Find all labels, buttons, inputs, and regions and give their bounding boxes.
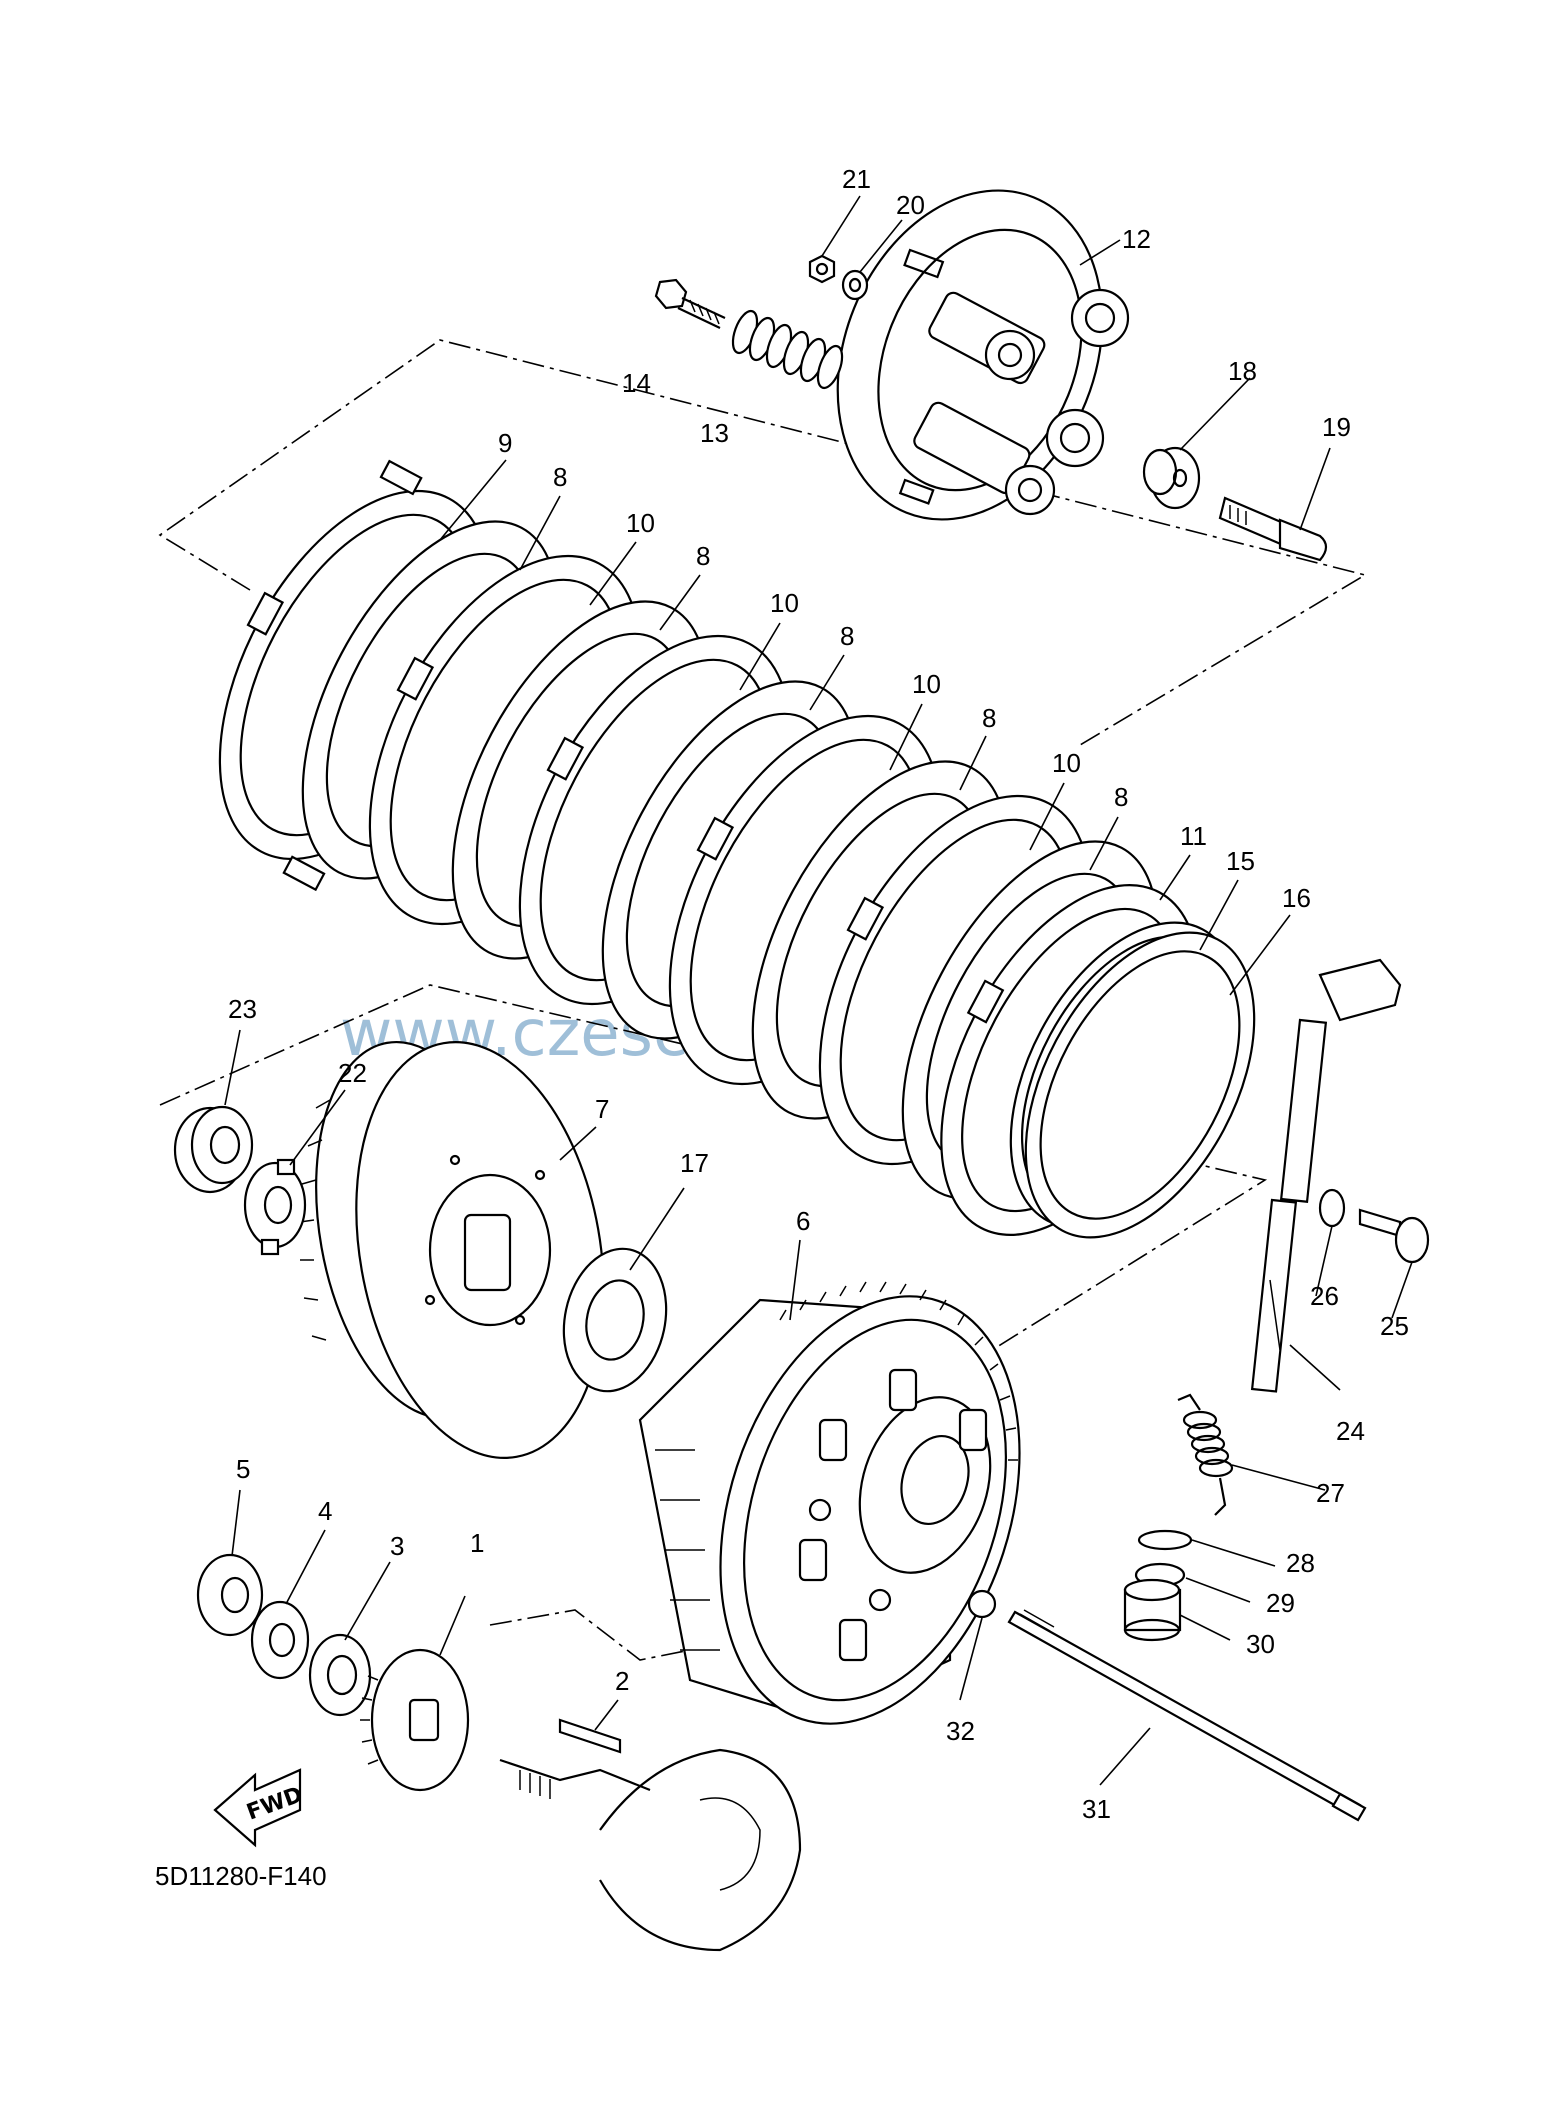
push-rod-31 <box>1007 1609 1367 1822</box>
label-25: 25 <box>1380 1311 1409 1341</box>
label-13: 13 <box>700 418 729 448</box>
label-8c: 8 <box>840 621 854 651</box>
label-28: 28 <box>1286 1548 1315 1578</box>
bolt-14 <box>654 278 726 329</box>
label-8e: 8 <box>1114 782 1128 812</box>
spring-13 <box>731 309 844 390</box>
primary-driven-gear <box>299 1040 605 1459</box>
nut-21 <box>808 254 836 284</box>
spring-27 <box>1177 1393 1234 1516</box>
nut-5 <box>196 1553 264 1637</box>
label-7: 7 <box>595 1094 609 1124</box>
label-11: 11 <box>1180 821 1207 851</box>
label-10d: 10 <box>1052 748 1081 778</box>
lock-washer-22 <box>243 1158 307 1256</box>
clutch-plate-stack <box>218 459 1256 1239</box>
ball-32 <box>967 1589 997 1619</box>
label-8d: 8 <box>982 703 996 733</box>
diagram-code: 5D11280-F140 <box>155 1861 327 1891</box>
nut-23 <box>173 1105 254 1194</box>
drive-gear-1 <box>360 1648 470 1792</box>
label-29: 29 <box>1266 1588 1295 1618</box>
label-2: 2 <box>615 1666 629 1696</box>
label-8b: 8 <box>696 541 710 571</box>
washer-3 <box>308 1633 372 1717</box>
bearing-18 <box>1142 446 1201 510</box>
label-17: 17 <box>680 1148 709 1178</box>
label-5: 5 <box>236 1454 250 1484</box>
crankshaft-outline <box>499 1748 802 1952</box>
label-10b: 10 <box>770 588 799 618</box>
label-20: 20 <box>896 190 925 220</box>
label-15: 15 <box>1226 846 1255 876</box>
washer-17 <box>562 1247 668 1393</box>
label-32: 32 <box>946 1716 975 1746</box>
bolt-25 <box>1358 1208 1430 1264</box>
label-12: 12 <box>1122 224 1151 254</box>
oil-seal-26 <box>1318 1188 1346 1228</box>
leader-lines <box>224 195 1413 1786</box>
label-4: 4 <box>318 1496 332 1526</box>
label-24: 24 <box>1336 1416 1365 1446</box>
clutch-housing <box>638 1281 1021 1725</box>
pressure-plate <box>836 189 1130 521</box>
label-18: 18 <box>1228 356 1257 386</box>
push-rod-19 <box>1218 496 1328 562</box>
label-10c: 10 <box>912 669 941 699</box>
label-26: 26 <box>1310 1281 1339 1311</box>
washer-20 <box>841 269 869 301</box>
washer-28 <box>1137 1529 1193 1551</box>
label-22: 22 <box>338 1058 367 1088</box>
label-6: 6 <box>796 1206 810 1236</box>
fwd-arrow: FWD <box>213 1768 306 1848</box>
label-1: 1 <box>470 1528 484 1558</box>
label-21: 21 <box>842 164 871 194</box>
label-19: 19 <box>1322 412 1351 442</box>
label-27: 27 <box>1316 1478 1345 1508</box>
label-16: 16 <box>1282 883 1311 913</box>
lock-washer-4 <box>250 1600 310 1680</box>
label-23: 23 <box>228 994 257 1024</box>
label-8a: 8 <box>553 462 567 492</box>
key-2 <box>558 1718 622 1754</box>
bearing-30 <box>1123 1578 1182 1642</box>
label-9: 9 <box>498 428 512 458</box>
part-labels: 1 2 3 4 5 6 7 8 8 8 8 8 9 10 10 10 10 11… <box>228 164 1409 1824</box>
label-10a: 10 <box>626 508 655 538</box>
label-14: 14 <box>622 368 651 398</box>
label-30: 30 <box>1246 1629 1275 1659</box>
label-3: 3 <box>390 1531 404 1561</box>
push-lever-shaft-24 <box>1250 958 1402 1393</box>
label-31: 31 <box>1082 1794 1111 1824</box>
